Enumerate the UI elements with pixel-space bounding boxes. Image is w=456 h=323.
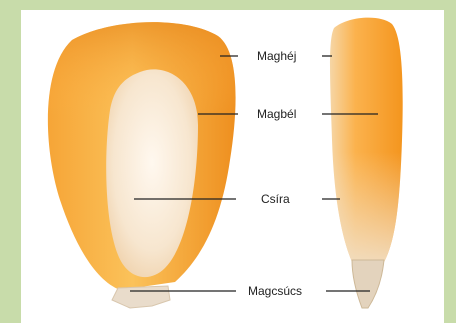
side-kernel (330, 18, 403, 308)
label-seed-coat: Maghéj (254, 49, 299, 63)
front-kernel (48, 22, 236, 308)
label-germ: Csíra (258, 192, 293, 206)
label-endosperm: Magbél (254, 107, 299, 121)
label-tip-cap: Magcsúcs (245, 284, 305, 298)
front-kernel-tip-cap (112, 286, 170, 308)
side-kernel-tip-cap (352, 260, 384, 308)
